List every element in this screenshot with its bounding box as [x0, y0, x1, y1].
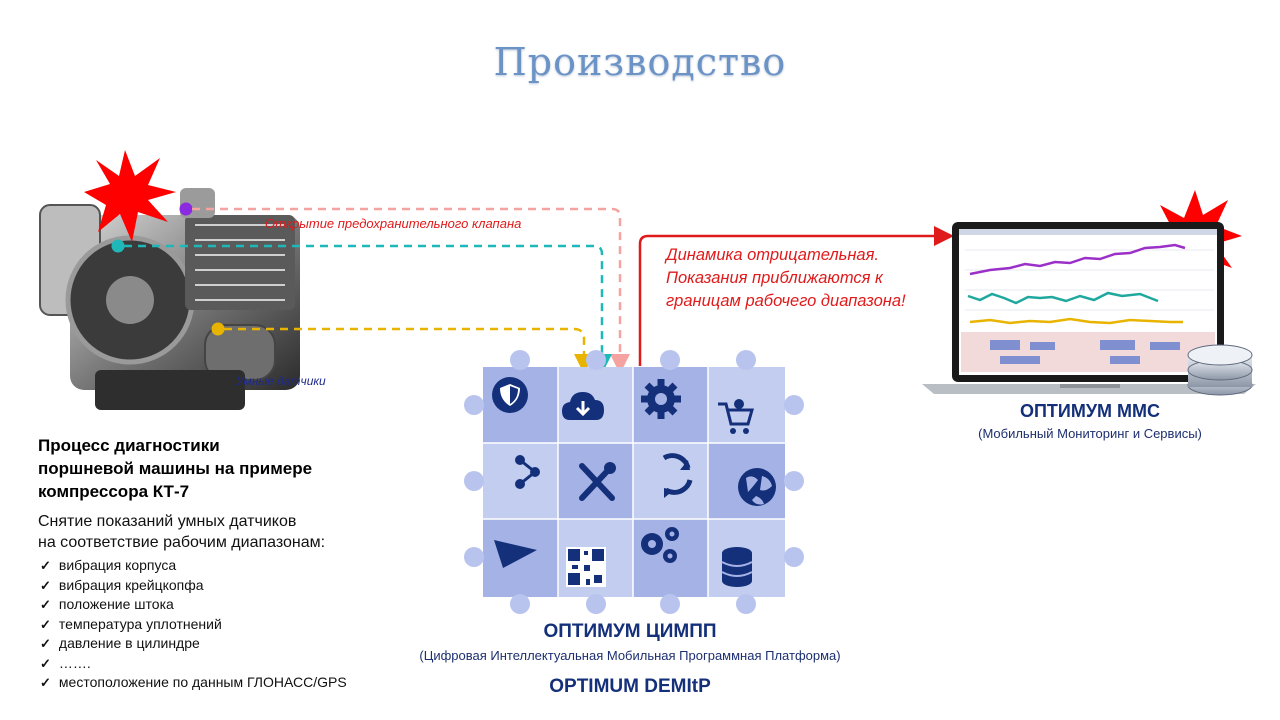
sensor-teal-marker [111, 239, 125, 253]
smart-sensors-label: Умные датчики [236, 374, 326, 388]
list-item: местоположение по данным ГЛОНАСС/GPS [40, 673, 347, 693]
alert-line: границам рабочего диапазона! [666, 292, 906, 310]
compressor-illustration [39, 188, 300, 410]
cloud-download-icon [562, 392, 604, 420]
mms-description: (Мобильный Мониторинг и Сервисы) [978, 426, 1202, 441]
gear-icon [641, 379, 681, 419]
page-title: Производство [493, 40, 787, 84]
teal-signal-connector [124, 244, 612, 374]
reading-line: на соответствие рабочим диапазонам: [38, 534, 326, 551]
process-title-line: поршневой машины на примере [38, 459, 313, 478]
cart-icon [718, 399, 754, 434]
tools-icon [579, 462, 616, 501]
sync-icon [662, 453, 693, 498]
list-item: вибрация корпуса [40, 556, 347, 576]
yellow-signal-connector [224, 327, 594, 374]
valve-signal-connector [192, 207, 630, 374]
database-icon [721, 547, 753, 587]
parameter-list: вибрация корпуса вибрация крейцкопфа пол… [40, 556, 347, 693]
send-icon [494, 540, 537, 568]
alert-line: Показания приближаются к [666, 269, 883, 287]
process-title: Процесс диагностики поршневой машины на … [38, 434, 312, 503]
list-item: температура уплотнений [40, 615, 347, 635]
list-item: вибрация крейцкопфа [40, 576, 347, 596]
laptop-monitor [922, 222, 1256, 396]
share-icon [515, 455, 540, 489]
reading-description: Снятие показаний умных датчиков на соотв… [38, 511, 325, 553]
globe-icon [738, 468, 776, 506]
platform-name: ОПТИМУМ ЦИМПП [543, 621, 717, 642]
platform-name-en: OPTIMUM DEMItP [549, 676, 711, 697]
list-item: положение штока [40, 595, 347, 615]
mms-name: ОПТИМУМ ММС [1019, 401, 1161, 421]
list-item: давление в цилиндре [40, 634, 347, 654]
alert-connector [638, 226, 954, 366]
qr-code-icon [566, 547, 606, 587]
alert-message: Динамика отрицательная. Показания прибли… [666, 244, 906, 313]
list-item: ……. [40, 654, 347, 674]
shield-icon [492, 377, 528, 413]
sensor-yellow-marker [211, 322, 225, 336]
alert-line: Динамика отрицательная. [666, 246, 879, 264]
platform-description: (Цифровая Интеллектуальная Мобильная Про… [419, 648, 841, 663]
reading-line: Снятие показаний умных датчиков [38, 513, 297, 530]
sensor-violet-marker [179, 202, 193, 216]
gears-icon [641, 527, 679, 563]
process-title-line: компрессора КТ-7 [38, 482, 190, 501]
alert-burst-icon [84, 150, 176, 242]
valve-opening-label: Открытие предохранительного клапана [265, 216, 522, 231]
process-title-line: Процесс диагностики [38, 436, 220, 455]
